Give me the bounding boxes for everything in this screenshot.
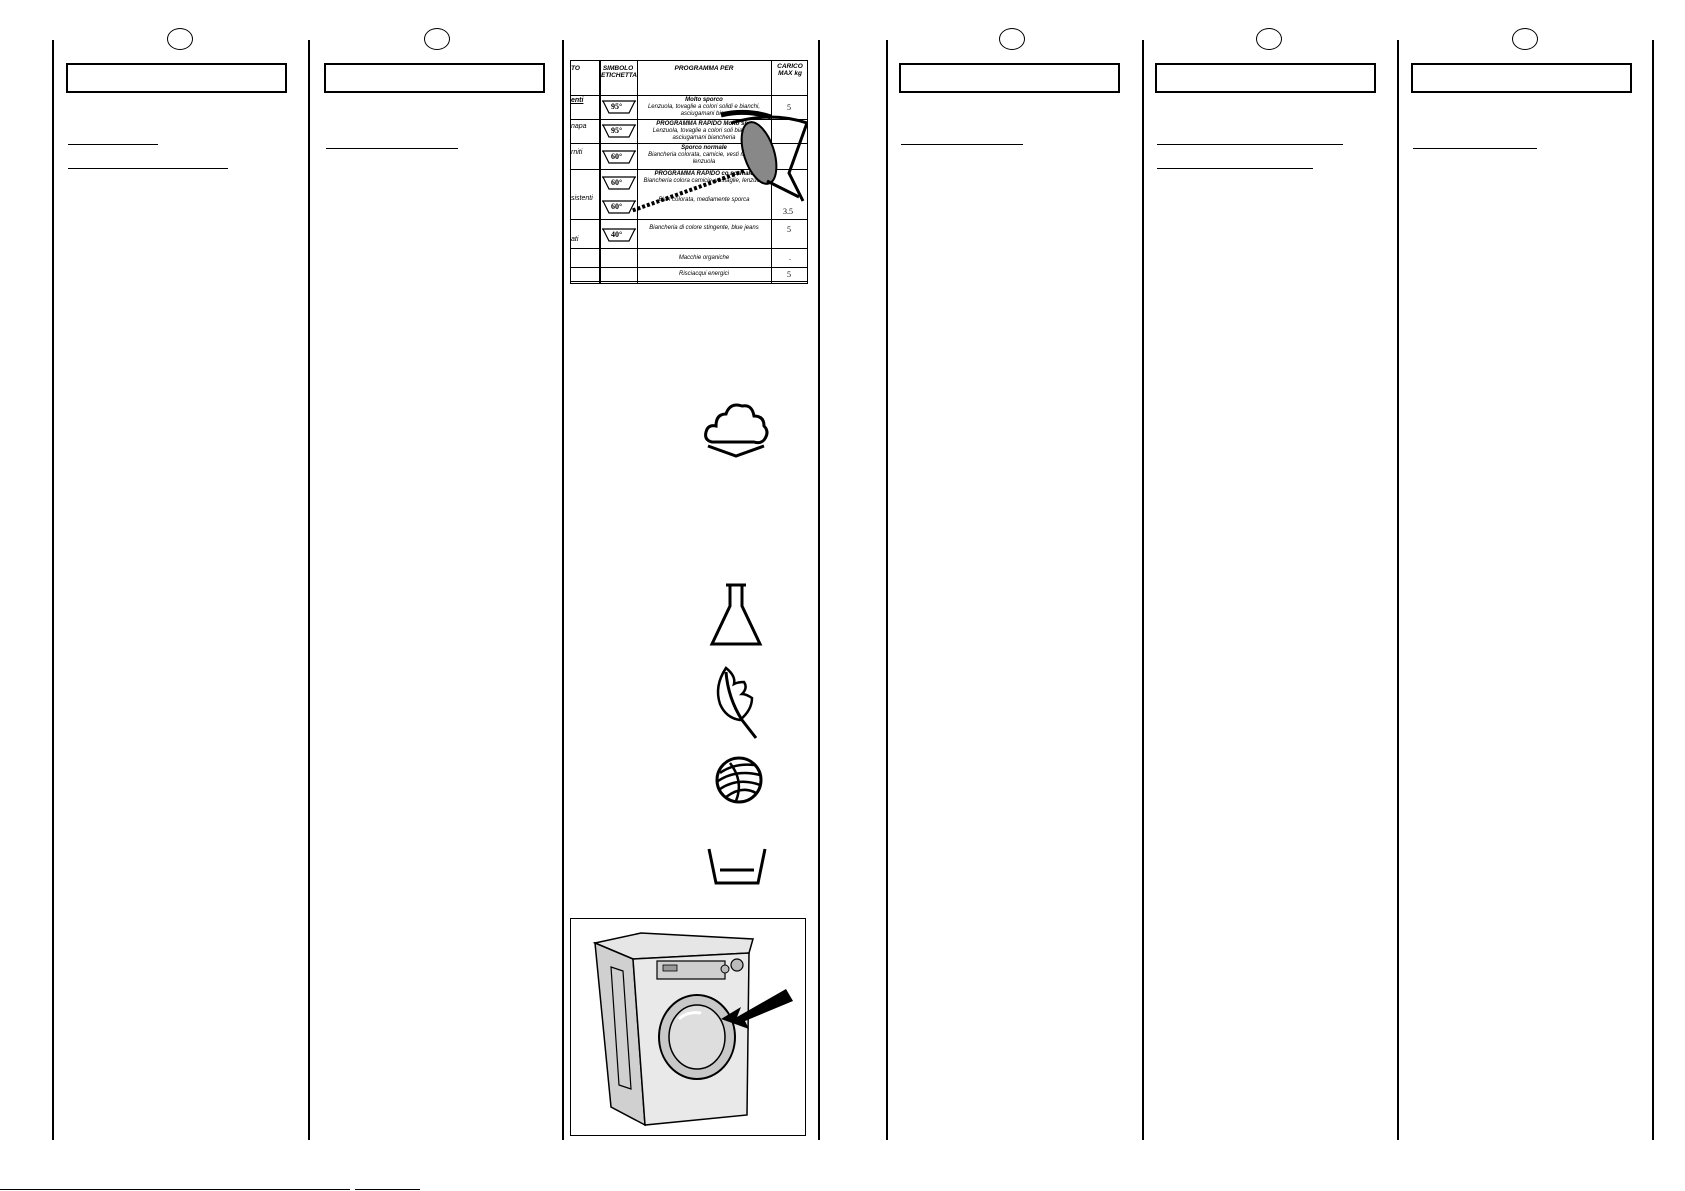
heading-underline	[901, 144, 1023, 145]
fabric-label: ati	[571, 236, 579, 243]
program-cell: Biancheria di colore stingente, blue jea…	[639, 225, 769, 232]
column-divider	[818, 40, 820, 1140]
header-program: PROGRAMMA PER	[674, 65, 734, 72]
language-marker	[1512, 28, 1538, 50]
heading-underline	[1413, 148, 1537, 149]
program-cell: Risciacqui energici	[639, 271, 769, 278]
program-cell: Bian colorata, mediamente sporca	[639, 197, 769, 204]
program-desc: Risciacqui energici	[678, 271, 730, 277]
program-title: PROGRAMMA RAPIDO Molto spo	[656, 121, 752, 127]
feather-icon	[716, 666, 758, 739]
wash-tag-icon: 40°	[601, 227, 637, 243]
program-cell: PROGRAMMA RAPIDO Molto spo Lenzuola, tov…	[639, 121, 769, 142]
header-symbol: SIMBOLO ETICHETTA	[601, 65, 637, 79]
column-divider	[1397, 40, 1399, 1140]
program-desc: Lenzuola, tovaglie a colori solidi e bia…	[647, 104, 761, 117]
magnifier-overlay-icon	[630, 109, 807, 213]
column-divider	[562, 40, 564, 1140]
heading-underline	[68, 144, 158, 145]
program-desc: Biancheria colorata, camicie, vesti magl…	[648, 152, 760, 165]
wash-program-table: TO SIMBOLO ETICHETTA PROGRAMMA PER CARIC…	[570, 60, 808, 284]
section-header-box	[324, 63, 545, 93]
column-divider	[886, 40, 888, 1140]
max-load: 5	[787, 225, 791, 234]
language-marker	[999, 28, 1025, 50]
section-header-box	[66, 63, 287, 93]
program-cell: PROGRAMMA RAPIDO co normale Biancheria c…	[639, 171, 769, 185]
wash-temp: 60°	[611, 178, 623, 187]
program-desc: Lenzuola, tovaglie a colori soli bianchi…	[652, 128, 756, 141]
fabric-label: napa	[571, 123, 587, 130]
program-cell: Molto sporco Lenzuola, tovaglie a colori…	[639, 97, 769, 118]
heading-underline	[68, 168, 228, 169]
flask-icon	[709, 583, 763, 646]
program-cell: Macchie organiche	[639, 255, 769, 262]
wash-temp: 60°	[611, 202, 623, 211]
program-title: Sporco normale	[681, 145, 727, 151]
max-load: 3.5	[783, 207, 793, 216]
header-load: CARICO MAX kg	[777, 63, 803, 77]
wash-temp: 95°	[611, 102, 623, 111]
max-load: 5	[787, 103, 791, 112]
cotton-cloud-icon	[704, 403, 769, 458]
wash-temp: 40°	[611, 230, 623, 239]
program-desc: Macchie organiche	[678, 255, 730, 261]
language-marker	[167, 28, 193, 50]
language-marker	[1256, 28, 1282, 50]
bottom-rule	[0, 1189, 350, 1190]
section-header-box	[1411, 63, 1632, 93]
washing-machine-illustration	[570, 918, 806, 1136]
wash-tag-icon: 95°	[601, 123, 637, 139]
column-divider	[308, 40, 310, 1140]
wash-tag-icon: 60°	[601, 199, 637, 215]
column-divider	[1652, 40, 1654, 1140]
wash-tub-icon	[707, 848, 767, 885]
program-title: Molto sporco	[685, 97, 723, 103]
max-load: 5	[787, 270, 791, 279]
column-divider	[52, 40, 54, 1140]
heading-underline	[1157, 144, 1343, 145]
fabric-label: rniti	[571, 149, 583, 156]
program-title: PROGRAMMA RAPIDO co normale	[654, 171, 754, 177]
wash-tag-icon: 95°	[601, 99, 637, 115]
header-fabric: TO	[571, 65, 580, 72]
column-divider	[1142, 40, 1144, 1140]
wash-temp: 95°	[611, 126, 623, 135]
heading-underline	[1157, 168, 1313, 169]
section-header-box	[1155, 63, 1376, 93]
max-load: .	[789, 253, 791, 262]
washing-machine-icon	[592, 932, 793, 1127]
bottom-rule	[355, 1189, 420, 1190]
wash-temp: 60°	[611, 152, 623, 161]
program-desc: Biancheria di colore stingente, blue jea…	[649, 225, 759, 231]
wool-ball-icon	[715, 756, 763, 804]
program-desc: Bian colorata, mediamente sporca	[658, 197, 750, 203]
program-desc: Biancheria colora camicie, vestaglie, le…	[643, 178, 765, 184]
section-header-box	[899, 63, 1120, 93]
fabric-label: enti	[571, 97, 584, 104]
fabric-label: sistenti	[571, 195, 593, 202]
language-marker	[424, 28, 450, 50]
program-cell: Sporco normale Biancheria colorata, cami…	[639, 145, 769, 166]
wash-tag-icon: 60°	[601, 175, 637, 191]
wash-tag-icon: 60°	[601, 149, 637, 165]
heading-underline	[326, 148, 458, 149]
